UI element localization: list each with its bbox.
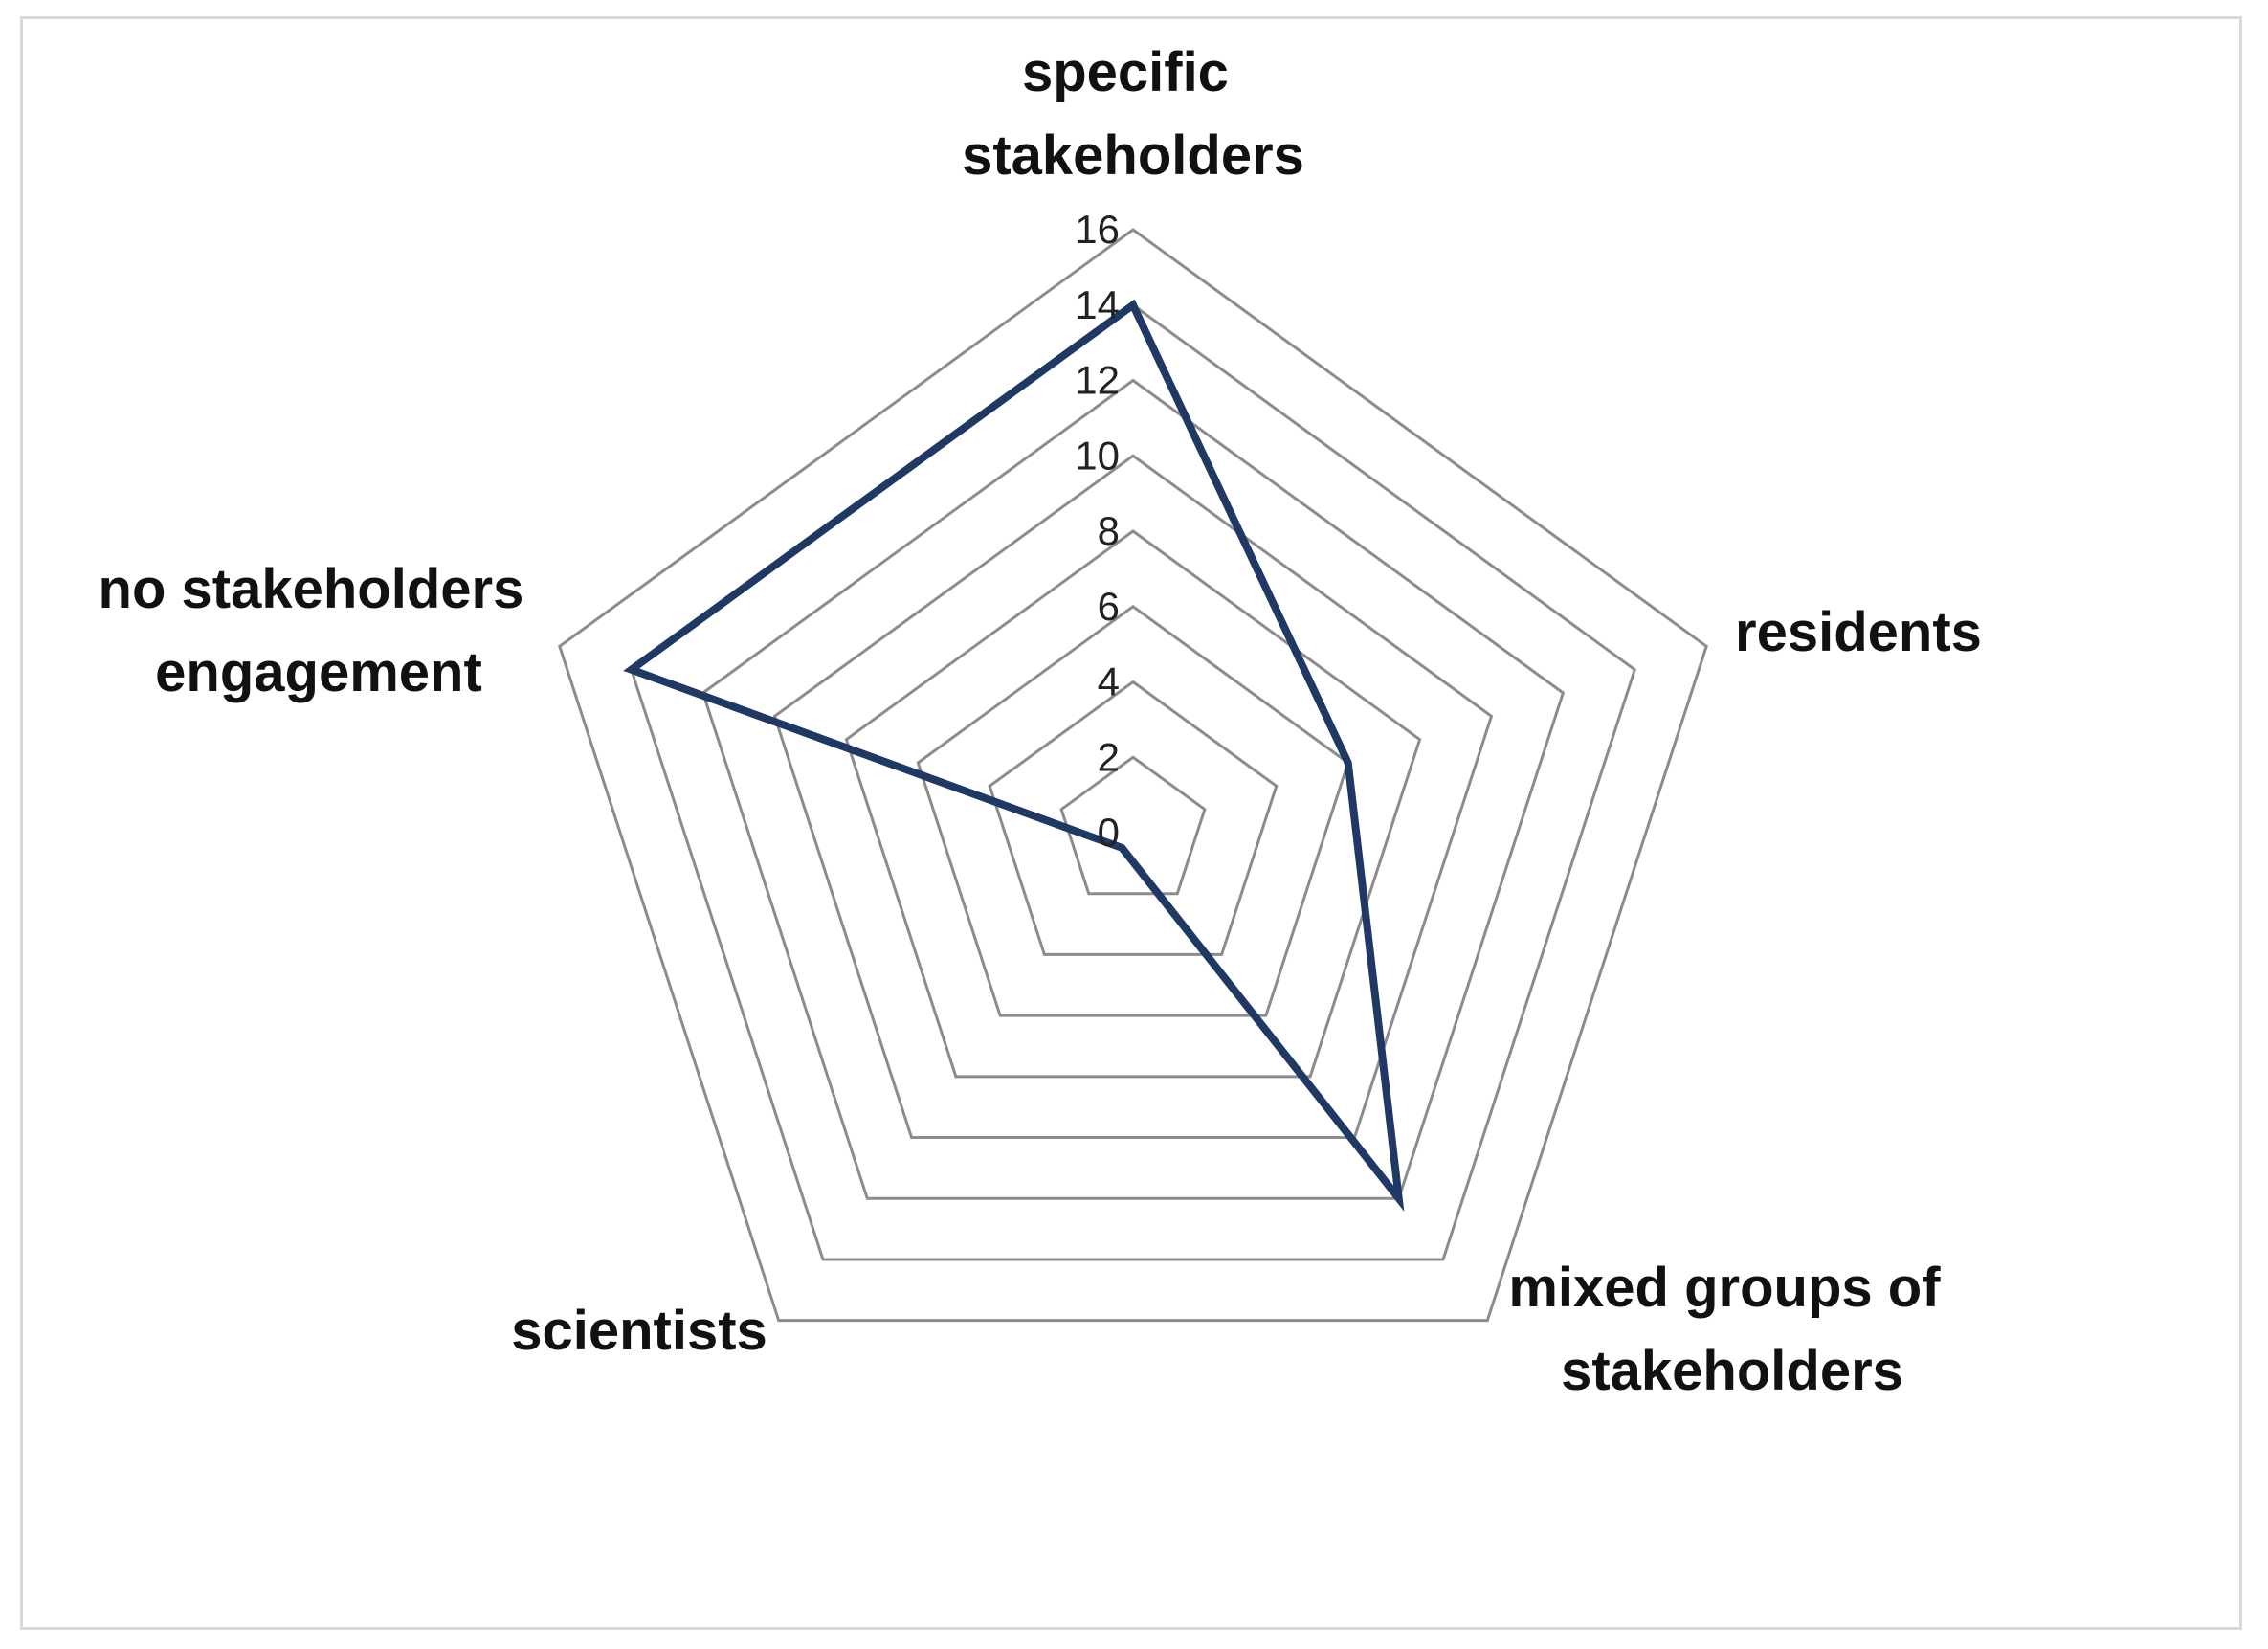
series-line-0 — [623, 299, 1405, 1212]
axis-label-scientists: scientists — [511, 1300, 767, 1362]
grid-layer — [558, 228, 1708, 1323]
tick-label-0: 0 — [1098, 810, 1120, 855]
tick-label-4: 4 — [1098, 659, 1120, 704]
tick-label-2: 2 — [1098, 734, 1120, 779]
axis-labels: specific stakeholders residents mixed gr… — [99, 41, 1982, 1402]
tick-label-16: 16 — [1075, 207, 1120, 252]
tick-label-6: 6 — [1098, 584, 1120, 629]
grid-ring-4 — [988, 680, 1279, 956]
tick-label-8: 8 — [1098, 508, 1120, 553]
axis-label-residents: residents — [1735, 601, 1982, 663]
chart-frame — [20, 16, 2242, 1630]
grid-ring-14 — [629, 302, 1637, 1261]
tick-label-10: 10 — [1075, 433, 1120, 478]
grid-ring-12 — [700, 378, 1566, 1200]
series-layer — [623, 299, 1405, 1212]
grid-ring-10 — [772, 454, 1494, 1140]
grid-ring-8 — [844, 529, 1422, 1079]
axis-label-no-stakeholders: no stakeholders engagement — [99, 558, 540, 703]
axis-label-specific-stakeholders: specific stakeholders — [962, 41, 1304, 187]
grid-ring-16 — [558, 228, 1708, 1323]
axis-label-mixed-groups: mixed groups of stakeholders — [1508, 1257, 1955, 1402]
grid-ring-2 — [1059, 755, 1207, 896]
tick-label-14: 14 — [1075, 282, 1120, 327]
tick-label-12: 12 — [1075, 358, 1120, 403]
tick-labels: 0 2 4 6 8 10 12 14 16 — [1075, 207, 1120, 855]
grid-ring-6 — [916, 604, 1350, 1017]
